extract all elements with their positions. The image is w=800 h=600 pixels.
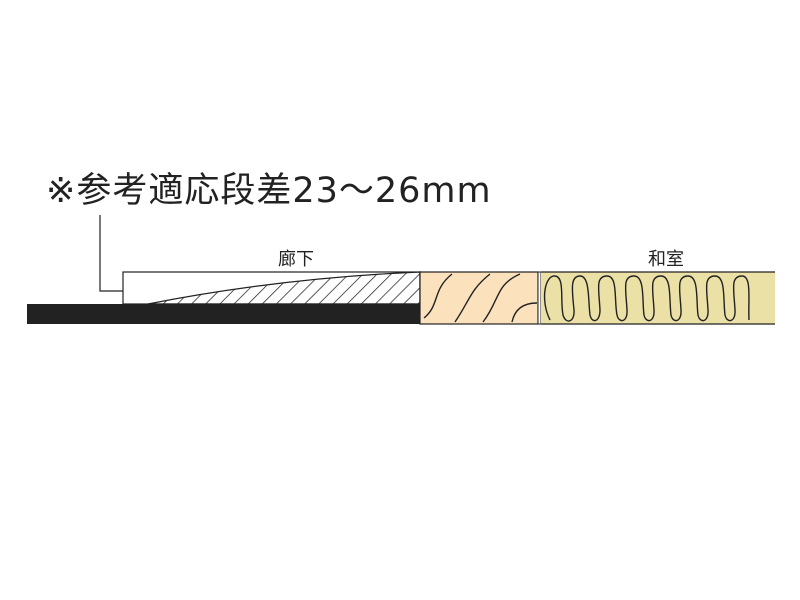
wood-threshold bbox=[419, 271, 539, 325]
ramp-plate bbox=[147, 271, 421, 305]
step-height-note: ※参考適応段差23～26mm bbox=[46, 171, 492, 211]
leader-line bbox=[99, 215, 123, 292]
tatami-mat bbox=[541, 271, 775, 325]
hallway-label: 廊下 bbox=[278, 249, 314, 270]
washitsu-label: 和室 bbox=[648, 249, 684, 270]
